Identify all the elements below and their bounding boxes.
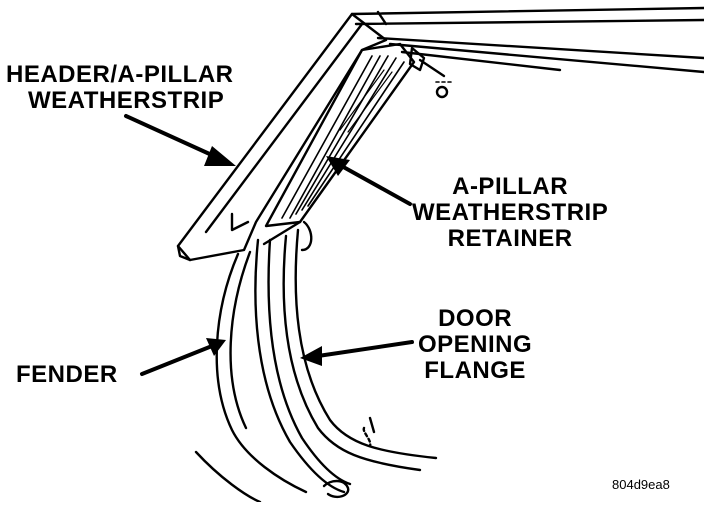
arrow-heads [204,146,350,366]
fender-outline [194,250,308,504]
header-weatherstrip-label: HEADER/A-PILLAR WEATHERSTRIP [6,62,234,114]
retainer-leader-line [336,162,412,206]
retainer-strip [262,42,416,246]
retainer-label: A-PILLAR WEATHERSTRIP RETAINER [412,174,608,252]
door-label-line-3: FLANGE [424,356,526,384]
figure-code: 804d9ea8 [612,477,670,492]
retainer-label-line-3: RETAINER [447,224,573,252]
fender-arrowhead [206,338,226,356]
door-flange-arrowhead [300,346,322,366]
header-label-line-1: HEADER/A-PILLAR [6,61,234,88]
header-label-line-2: WEATHERSTRIP [28,86,225,114]
retainer-arrowhead [326,156,350,176]
roof-rail-lines [350,6,704,74]
door-opening-flange [254,220,438,499]
fastener-clip [408,46,453,99]
retainer-label-line-2: WEATHERSTRIP [412,198,609,226]
header-weatherstrip-shape [176,12,388,262]
header-arrowhead [204,146,236,166]
fender-leader-line [140,344,214,376]
header-leader-line [124,114,216,158]
retainer-label-line-1: A-PILLAR [452,173,569,200]
door-flange-label: DOOR OPENING FLANGE [418,306,532,384]
door-label-line-1: DOOR [438,305,513,332]
door-flange-leader-line [316,340,414,358]
leader-arrows [124,114,414,376]
fender-label: FENDER [16,361,118,388]
door-label-line-2: OPENING [418,330,533,358]
